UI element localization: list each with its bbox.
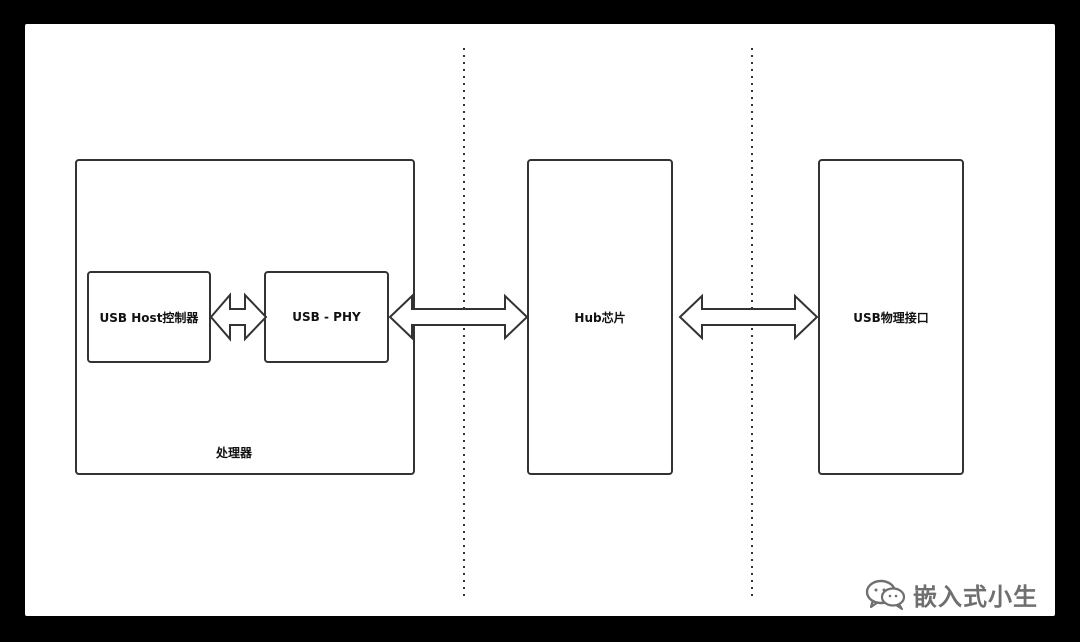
usb-physical-interface-label: USB物理接口 [853,310,929,325]
hub-chip-box: Hub芯片 [527,159,673,475]
processor-label: 处理器 [215,445,252,460]
arrow-host-phy [209,292,268,342]
usb-host-controller-label: USB Host控制器 [99,310,199,325]
usb-phy-label: USB - PHY [292,310,361,324]
usb-phy-box: USB - PHY [264,271,389,363]
usb-physical-interface-box: USB物理接口 [818,159,964,475]
hub-chip-label: Hub芯片 [574,310,626,325]
watermark: 嵌入式小生 [865,578,1038,611]
wechat-icon [865,579,906,610]
watermark-text: 嵌入式小生 [913,582,1038,611]
arrow-phy-hub [388,293,529,341]
arrow-hub-interface [678,293,819,341]
